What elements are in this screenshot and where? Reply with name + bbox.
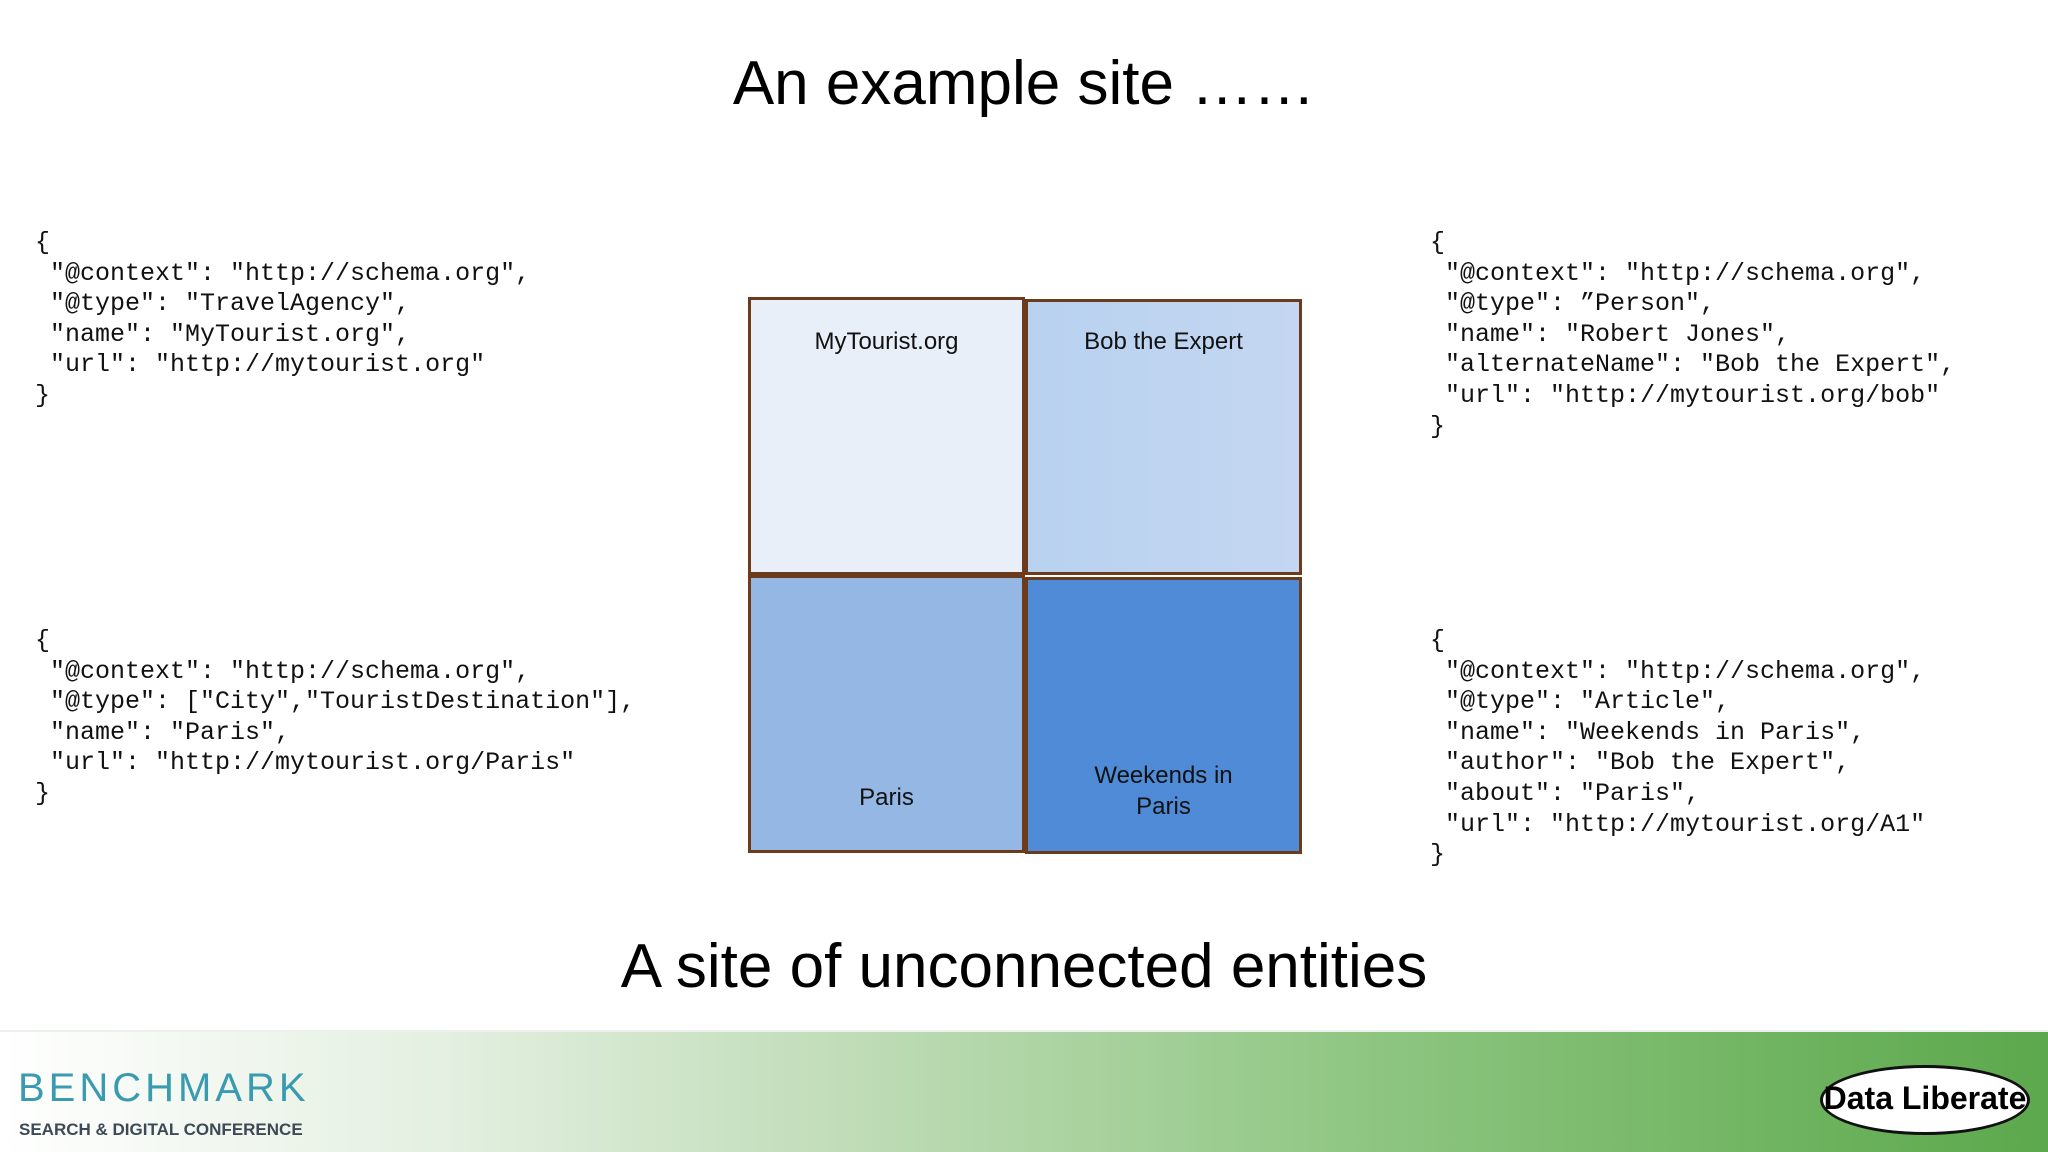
slide-title: An example site …… xyxy=(732,49,1316,118)
footer-banner xyxy=(0,1030,2048,1152)
data-liberate-logo: Data Liberate xyxy=(1823,1080,2027,1116)
code-block-travel-agency: { "@context": "http://schema.org", "@typ… xyxy=(35,228,531,410)
tile-weekends-label-line2: Paris xyxy=(1136,793,1191,820)
tile-mytourist-label: MyTourist.org xyxy=(814,328,959,355)
slide-caption: A site of unconnected entities xyxy=(620,932,1428,1001)
tile-weekends-label: Weekends in Paris xyxy=(1028,760,1299,822)
data-liberate-logo-ellipse xyxy=(1820,1065,2030,1135)
tile-paris: Paris xyxy=(748,575,1025,853)
benchmark-logo: BENCHMARK xyxy=(18,1066,310,1110)
tile-weekends-label-line1: Weekends in xyxy=(1094,762,1233,789)
tile-bob-label: Bob the Expert xyxy=(1084,328,1243,355)
tile-bob-the-expert: Bob the Expert xyxy=(1025,299,1302,575)
footer-divider xyxy=(0,1030,2048,1032)
code-block-city: { "@context": "http://schema.org", "@typ… xyxy=(35,626,636,808)
code-block-person: { "@context": "http://schema.org", "@typ… xyxy=(1430,228,1956,441)
tile-paris-label: Paris xyxy=(859,784,914,811)
tile-weekends-in-paris: Weekends in Paris xyxy=(1025,577,1302,854)
benchmark-tagline: SEARCH & DIGITAL CONFERENCE xyxy=(19,1120,303,1139)
code-block-article: { "@context": "http://schema.org", "@typ… xyxy=(1430,626,1926,870)
tile-mytourist: MyTourist.org xyxy=(748,297,1025,575)
